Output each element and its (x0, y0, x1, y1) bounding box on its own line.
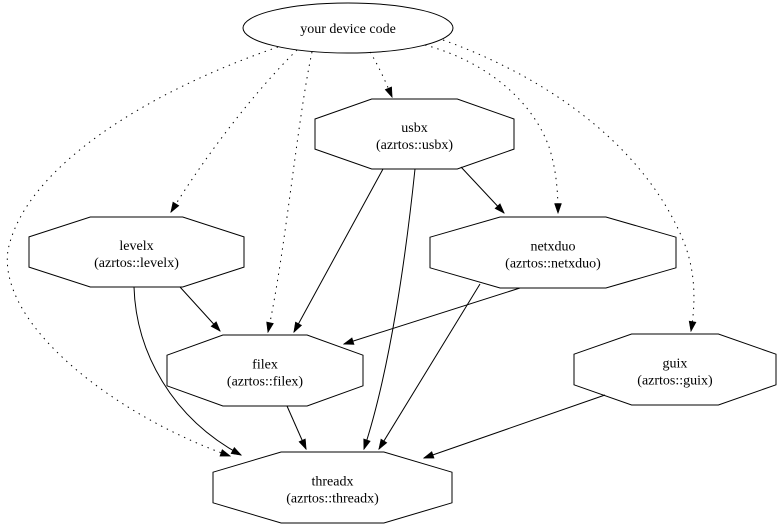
node-usbx-shape (314, 98, 515, 170)
node-usbx-subtitle: (azrtos::usbx) (376, 138, 453, 153)
node-threadx-title: threadx (312, 475, 354, 490)
node-levelx: levelx(azrtos::levelx) (28, 216, 245, 288)
node-device: your device code (242, 2, 454, 54)
node-threadx-label: threadx(azrtos::threadx) (286, 475, 379, 507)
edge-device-to-guix (442, 39, 694, 331)
node-netxduo-label: netxduo(azrtos::netxduo) (505, 240, 601, 272)
node-netxduo-title: netxduo (530, 240, 575, 255)
node-usbx-title: usbx (401, 121, 427, 136)
edge-device-to-levelx (171, 49, 298, 212)
node-guix-subtitle: (azrtos::guix) (637, 374, 713, 389)
edge-device-to-usbx (369, 51, 392, 97)
edge-usbx-to-filex (294, 168, 384, 332)
node-guix: guix(azrtos::guix) (573, 333, 777, 406)
edge-levelx-to-filex (179, 286, 220, 331)
node-filex-label: filex(azrtos::filex) (227, 358, 304, 390)
node-filex-subtitle: (azrtos::filex) (227, 375, 304, 390)
node-filex-title: filex (252, 358, 278, 373)
node-device-label: your device code (300, 22, 396, 37)
node-threadx: threadx(azrtos::threadx) (212, 451, 453, 524)
nodes-layer: your device codeusbx(azrtos::usbx)levelx… (28, 2, 777, 524)
edges-layer (6, 39, 694, 459)
edge-guix-to-threadx (424, 394, 606, 459)
node-guix-title: guix (663, 357, 688, 372)
node-threadx-shape (212, 451, 453, 524)
node-guix-shape (573, 333, 777, 406)
node-usbx: usbx(azrtos::usbx) (314, 98, 515, 170)
edge-levelx-to-threadx (133, 286, 241, 455)
node-usbx-label: usbx(azrtos::usbx) (376, 121, 453, 153)
node-levelx-subtitle: (azrtos::levelx) (94, 256, 179, 271)
node-device-title: your device code (300, 22, 396, 37)
edge-filex-to-threadx (286, 405, 306, 449)
edge-netxduo-to-filex (344, 287, 521, 344)
edge-device-to-filex (268, 51, 313, 332)
edge-usbx-to-netxduo (460, 166, 504, 213)
edge-device-to-netxduo (424, 44, 558, 213)
node-filex: filex(azrtos::filex) (166, 334, 364, 407)
node-levelx-title: levelx (119, 239, 153, 254)
node-guix-label: guix(azrtos::guix) (637, 357, 713, 389)
node-device-shape (242, 2, 454, 54)
node-netxduo: netxduo(azrtos::netxduo) (429, 216, 677, 289)
node-levelx-label: levelx(azrtos::levelx) (94, 239, 179, 271)
edge-usbx-to-threadx (364, 168, 416, 449)
node-levelx-shape (28, 216, 245, 288)
node-filex-shape (166, 334, 364, 407)
node-netxduo-subtitle: (azrtos::netxduo) (505, 257, 601, 272)
edge-netxduo-to-threadx (379, 283, 481, 449)
node-netxduo-shape (429, 216, 677, 289)
node-threadx-subtitle: (azrtos::threadx) (286, 492, 379, 507)
